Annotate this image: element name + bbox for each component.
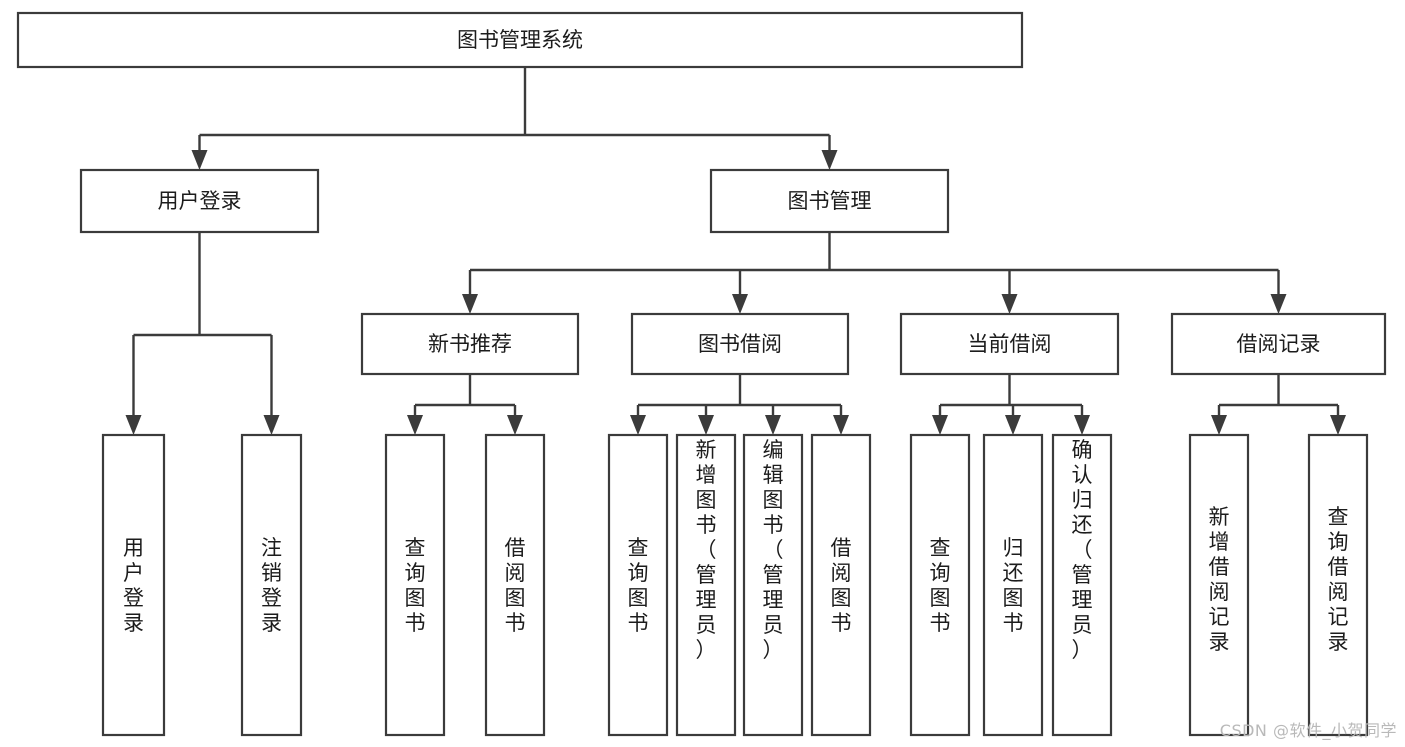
arrow-head-icon — [1270, 294, 1287, 314]
node-box[interactable] — [484, 433, 546, 737]
node-box[interactable] — [607, 433, 669, 737]
node-label: 用户登录 — [123, 536, 144, 635]
arrow-head-icon — [407, 415, 423, 435]
node-label: 图书管理 — [788, 189, 872, 213]
node-label: 新增借阅记录 — [1209, 505, 1230, 654]
node-leaf-user-logout[interactable]: 注销登录 — [240, 433, 303, 737]
node-root[interactable]: 图书管理系统 — [16, 11, 1024, 69]
node-label: 归还图书 — [1003, 536, 1024, 635]
node-label: 新书推荐 — [428, 332, 512, 356]
arrow-head-icon — [765, 415, 781, 435]
node-label: 编辑图书（管理员） — [763, 438, 784, 662]
arrow-head-icon — [462, 294, 478, 314]
node-box[interactable] — [101, 433, 166, 737]
node-label: 当前借阅 — [968, 332, 1052, 356]
arrow-head-icon — [833, 415, 849, 435]
node-label: 确认归还（管理员） — [1072, 438, 1093, 662]
node-box[interactable] — [630, 312, 850, 376]
node-box[interactable] — [1188, 433, 1250, 737]
node-leaf-current-return-book[interactable]: 归还图书 — [982, 433, 1044, 737]
node-leaf-borrow-add-book[interactable]: 新增图书（管理员） — [675, 433, 737, 737]
node-box[interactable] — [899, 312, 1120, 376]
node-label: 查询图书 — [628, 536, 649, 635]
arrow-head-icon — [191, 150, 208, 170]
node-box[interactable] — [709, 168, 950, 234]
watermark-text: CSDN @软件_小贺同学 — [1219, 721, 1397, 740]
arrow-head-icon — [932, 415, 948, 435]
node-leaf-rec-borrow-book[interactable]: 借阅图书 — [484, 433, 546, 737]
node-box[interactable] — [79, 168, 320, 234]
node-leaf-record-query[interactable]: 查询借阅记录 — [1307, 433, 1369, 737]
node-book-borrow[interactable]: 图书借阅 — [630, 312, 850, 376]
node-label: 新增图书（管理员） — [696, 438, 717, 662]
arrow-head-icon — [821, 150, 838, 170]
node-leaf-current-query-book[interactable]: 查询图书 — [909, 433, 971, 737]
node-user-login[interactable]: 用户登录 — [79, 168, 320, 234]
node-box[interactable] — [909, 433, 971, 737]
node-label: 用户登录 — [158, 189, 242, 213]
node-label: 查询图书 — [405, 536, 426, 635]
arrow-head-icon — [1330, 415, 1346, 435]
node-leaf-rec-query-book[interactable]: 查询图书 — [384, 433, 446, 737]
node-label: 注销登录 — [261, 536, 282, 635]
node-box[interactable] — [742, 433, 804, 737]
node-leaf-borrow-query-book[interactable]: 查询图书 — [607, 433, 669, 737]
arrow-head-icon — [630, 415, 646, 435]
node-label: 借阅记录 — [1237, 332, 1321, 356]
node-leaf-borrow-edit-book[interactable]: 编辑图书（管理员） — [742, 433, 804, 737]
node-leaf-borrow-borrow-book[interactable]: 借阅图书 — [810, 433, 872, 737]
node-box[interactable] — [16, 11, 1024, 69]
node-current-borrow[interactable]: 当前借阅 — [899, 312, 1120, 376]
node-box[interactable] — [384, 433, 446, 737]
node-leaf-current-confirm-return[interactable]: 确认归还（管理员） — [1051, 433, 1113, 737]
node-box[interactable] — [1051, 433, 1113, 737]
node-box[interactable] — [810, 433, 872, 737]
node-leaf-user-login[interactable]: 用户登录 — [101, 433, 166, 737]
connector-layer — [125, 67, 1346, 435]
node-box[interactable] — [1170, 312, 1387, 376]
node-box[interactable] — [240, 433, 303, 737]
node-label: 图书管理系统 — [457, 28, 583, 52]
node-label: 借阅图书 — [505, 536, 526, 635]
arrow-head-icon — [507, 415, 523, 435]
node-label: 查询借阅记录 — [1328, 505, 1349, 654]
node-box[interactable] — [982, 433, 1044, 737]
arrow-head-icon — [732, 294, 748, 314]
node-book-manage[interactable]: 图书管理 — [709, 168, 950, 234]
node-label: 借阅图书 — [831, 536, 852, 635]
arrow-head-icon — [1005, 415, 1021, 435]
arrow-head-icon — [1001, 294, 1018, 314]
arrow-head-icon — [1211, 415, 1227, 435]
node-box[interactable] — [1307, 433, 1369, 737]
node-layer: 图书管理系统用户登录图书管理新书推荐图书借阅当前借阅借阅记录用户登录注销登录查询… — [16, 11, 1387, 737]
node-borrow-record[interactable]: 借阅记录 — [1170, 312, 1387, 376]
node-leaf-record-add[interactable]: 新增借阅记录 — [1188, 433, 1250, 737]
node-new-book-rec[interactable]: 新书推荐 — [360, 312, 580, 376]
node-label: 查询图书 — [930, 536, 951, 635]
node-box[interactable] — [675, 433, 737, 737]
node-box[interactable] — [360, 312, 580, 376]
arrow-head-icon — [698, 415, 714, 435]
arrow-head-icon — [125, 415, 142, 435]
arrow-head-icon — [263, 415, 280, 435]
arrow-head-icon — [1074, 415, 1090, 435]
node-label: 图书借阅 — [698, 332, 782, 356]
